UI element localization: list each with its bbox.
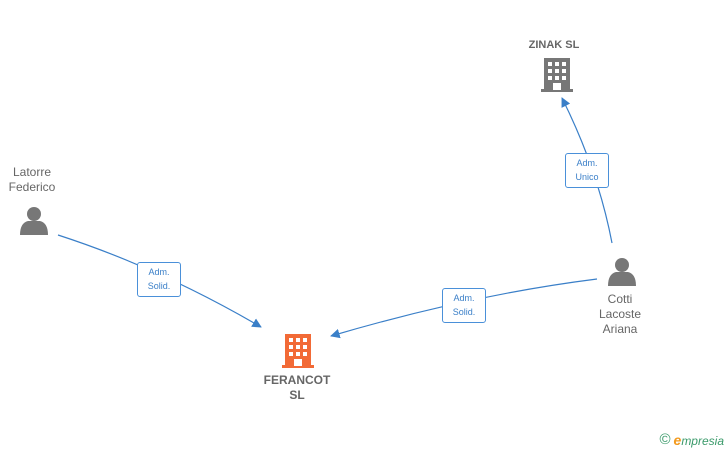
focus-building-icon[interactable]	[282, 334, 314, 368]
person-icon[interactable]	[20, 207, 48, 235]
edge-label-latorre-ferancot[interactable]: Adm. Solid.	[137, 262, 181, 297]
copyright-symbol: ©	[659, 431, 671, 448]
building-icon[interactable]	[541, 58, 573, 92]
person-icon[interactable]	[608, 258, 636, 286]
role-line: Unico	[575, 172, 599, 182]
brand-name: mpresia	[681, 433, 724, 448]
edge-label-cotti-ferancot[interactable]: Adm. Solid.	[442, 288, 486, 323]
node-label-zinak[interactable]: ZINAK SL	[514, 38, 594, 53]
node-label-latorre[interactable]: Latorre Federico	[2, 165, 62, 195]
node-name-line: Ariana	[602, 322, 638, 336]
empresia-watermark: © empresia	[659, 431, 724, 448]
node-name-line: Federico	[8, 180, 56, 194]
role-line: Adm.	[453, 293, 475, 303]
node-name-line: FERANCOT	[263, 373, 331, 387]
role-line: Adm.	[148, 267, 170, 277]
edge-label-cotti-zinak[interactable]: Adm. Unico	[565, 153, 609, 188]
node-name-line: ZINAK SL	[528, 39, 580, 51]
role-line: Solid.	[147, 281, 171, 291]
role-line: Solid.	[452, 307, 476, 317]
node-name-line: Cotti	[607, 292, 633, 306]
brand-logo: empresia	[674, 432, 724, 448]
node-label-cotti[interactable]: Cotti Lacoste Ariana	[590, 292, 650, 337]
node-label-ferancot[interactable]: FERANCOT SL	[252, 373, 342, 403]
node-name-line: Lacoste	[598, 307, 642, 321]
node-name-line: Latorre	[12, 165, 52, 179]
node-name-line: SL	[289, 388, 305, 402]
role-line: Adm.	[576, 158, 598, 168]
brand-initial: e	[673, 431, 682, 448]
